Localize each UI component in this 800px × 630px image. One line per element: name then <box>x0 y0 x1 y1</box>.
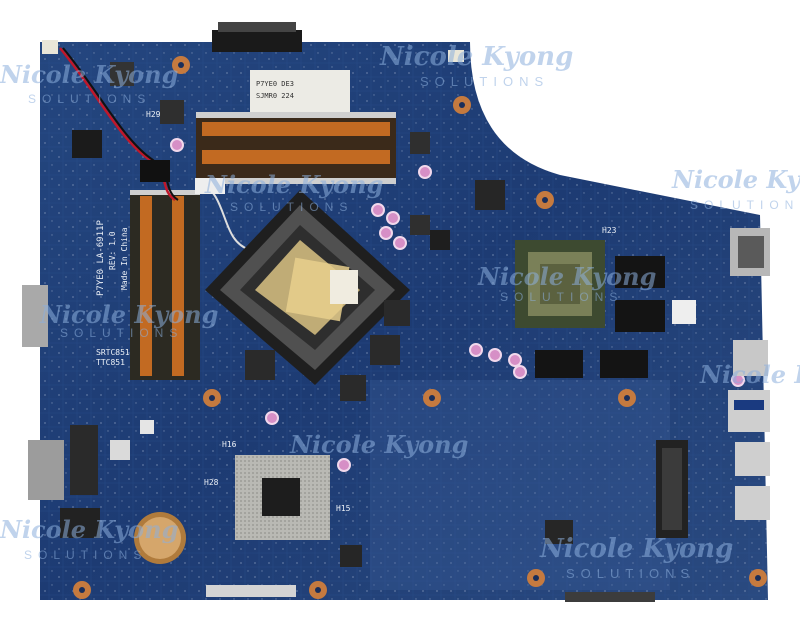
mem-label-a: SRTC851 <box>96 348 130 357</box>
inductor <box>340 375 366 401</box>
sticker-text-2: SJMR0 224 <box>256 92 294 100</box>
cpu-socket <box>205 190 410 385</box>
audio-jack <box>735 442 770 476</box>
usb-port <box>728 390 770 432</box>
ref-h23: H23 <box>602 226 617 235</box>
ref-h28: H28 <box>204 478 219 487</box>
inductor <box>245 350 275 380</box>
sticker-text-1: P7YE0 DE3 <box>256 80 294 88</box>
cmos-battery <box>134 512 186 564</box>
inductor <box>370 335 400 365</box>
made-in-label: Made In China <box>120 227 129 290</box>
sata-connector <box>28 440 64 500</box>
gpu-chip <box>515 240 605 328</box>
battery-connector <box>140 160 170 182</box>
board-rev-label: REV: 1.0 <box>108 231 117 270</box>
inductor <box>384 300 410 326</box>
ref-h16: H16 <box>222 440 237 449</box>
audio-jack <box>735 486 770 520</box>
vram-chip <box>615 256 665 288</box>
board-model-label: P7YE0 LA-6911P <box>96 220 106 296</box>
hdmi-port <box>733 340 768 376</box>
dc-power-jack <box>212 30 302 52</box>
ref-h15: H15 <box>336 504 351 513</box>
ref-h29: H29 <box>146 110 161 119</box>
mem-label-b: TTC851 <box>96 358 125 367</box>
chipset <box>235 455 330 540</box>
serial-sticker <box>250 70 350 112</box>
sata-connector <box>22 285 48 347</box>
ic-chip <box>72 130 102 158</box>
vram-chip <box>535 350 583 378</box>
vram-chip <box>615 300 665 332</box>
fan-connector <box>42 40 58 54</box>
vram-chip <box>600 350 648 378</box>
